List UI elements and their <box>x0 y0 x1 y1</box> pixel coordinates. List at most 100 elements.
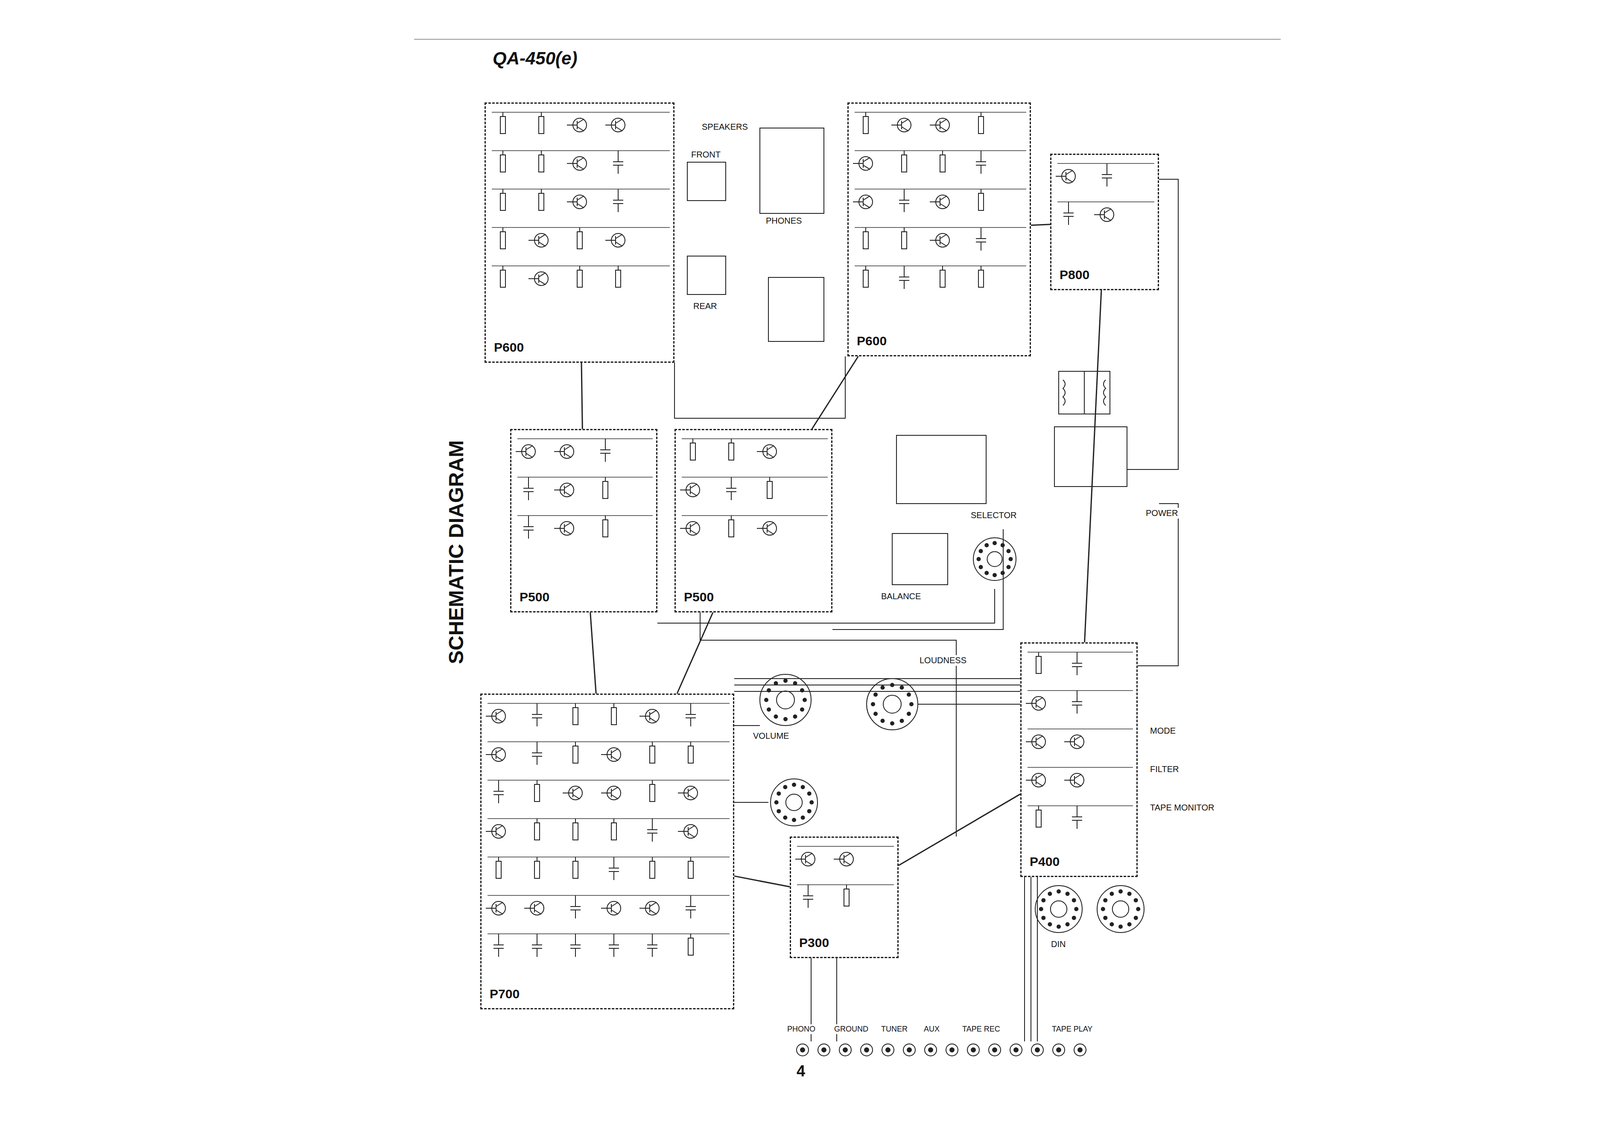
transistor-symbol <box>485 901 506 916</box>
capacitor-symbol <box>726 477 737 501</box>
resistor-symbol <box>500 154 506 173</box>
transistor-symbol <box>677 786 698 800</box>
rail <box>491 265 670 267</box>
wire <box>690 934 692 939</box>
wire <box>502 189 504 194</box>
capacitor-symbol <box>647 818 658 842</box>
board-circuit <box>675 430 834 614</box>
resistor-symbol <box>500 193 506 211</box>
model-number: QA-450(e) <box>490 47 579 70</box>
circuit-board: P800 <box>1050 153 1160 291</box>
wire <box>1030 877 1032 1042</box>
resistor-symbol <box>572 861 579 879</box>
input-jack <box>945 1044 958 1057</box>
board-label: P600 <box>491 339 526 356</box>
board-label: P300 <box>797 934 832 952</box>
wire <box>613 703 615 708</box>
input-jack <box>1052 1044 1065 1057</box>
wire <box>734 691 1021 692</box>
page-number: 4 <box>794 1062 807 1081</box>
wire <box>1024 877 1025 1042</box>
resistor-symbol <box>500 116 506 134</box>
capacitor-symbol <box>570 934 581 958</box>
transistor-symbol <box>833 852 854 867</box>
wire <box>1038 805 1040 811</box>
transistor-symbol <box>528 233 549 248</box>
transistor-symbol <box>929 118 950 132</box>
resistor-symbol <box>534 784 540 802</box>
board-label: P700 <box>487 986 522 1003</box>
transistor-symbol <box>601 786 621 800</box>
rail <box>797 884 894 886</box>
transistor-symbol <box>756 521 777 536</box>
capacitor-symbol <box>975 227 987 251</box>
wire <box>540 189 542 194</box>
circuit-board: P600 <box>484 102 675 363</box>
wire <box>734 725 760 727</box>
wire <box>502 265 504 271</box>
rail <box>487 779 730 781</box>
circuit-board: P700 <box>480 693 735 1010</box>
resistor-symbol <box>615 270 621 288</box>
input-jack <box>1031 1044 1044 1057</box>
bus-wire <box>898 794 1021 866</box>
transistor-symbol <box>1064 773 1084 788</box>
wire <box>651 857 653 862</box>
board-circuit <box>1021 643 1139 879</box>
part-label: VOLUME <box>751 730 791 742</box>
wire <box>604 515 606 520</box>
resistor-symbol <box>577 231 583 249</box>
transistor-symbol <box>1025 735 1046 749</box>
wire <box>657 589 995 624</box>
wire <box>692 438 694 444</box>
rail <box>1027 728 1133 730</box>
rail <box>681 476 828 478</box>
transistor-symbol <box>524 901 544 916</box>
part-label: DIN <box>1049 939 1068 950</box>
circuit-board: P500 <box>674 429 833 613</box>
wire <box>690 857 692 862</box>
wire <box>942 150 944 155</box>
resistor-symbol <box>538 154 544 173</box>
capacitor-symbol <box>647 934 658 958</box>
resistor-symbol <box>843 889 850 907</box>
input-jack <box>1074 1044 1087 1057</box>
wire <box>613 818 615 824</box>
wire <box>617 265 619 271</box>
capacitor-symbol <box>523 477 534 501</box>
mode-switch <box>1054 426 1128 487</box>
wire <box>604 477 606 482</box>
transistor-symbol <box>680 483 700 497</box>
input-jack <box>796 1044 809 1057</box>
rail <box>681 438 828 440</box>
resistor-symbol <box>940 270 946 288</box>
rail <box>487 818 730 820</box>
rail <box>487 741 730 743</box>
resistor-symbol <box>572 746 579 764</box>
wire <box>865 265 867 271</box>
scan-border <box>414 38 1281 40</box>
transistor-symbol <box>1094 207 1114 222</box>
capacitor-symbol <box>600 438 611 462</box>
capacitor-symbol <box>1071 805 1083 830</box>
transistor-symbol <box>566 118 587 132</box>
rail <box>491 227 670 228</box>
wire <box>690 741 692 747</box>
page-title: SCHEMATIC DIAGRAM <box>443 438 469 666</box>
wire <box>575 818 576 824</box>
resistor-symbol <box>1036 810 1042 828</box>
resistor-symbol <box>538 116 544 134</box>
capacitor-symbol <box>613 150 624 174</box>
rail <box>854 265 1027 267</box>
capacitor-symbol <box>531 703 543 727</box>
part-label: SELECTOR <box>969 510 1019 521</box>
transistor-symbol <box>677 824 698 839</box>
wire <box>498 857 500 862</box>
power-transformer <box>1058 371 1110 415</box>
transistor-symbol <box>756 444 777 459</box>
wire <box>1127 179 1179 470</box>
part-label: TAPE REC <box>960 1024 1002 1035</box>
resistor-symbol <box>863 116 869 134</box>
board-circuit <box>848 103 1033 358</box>
wire <box>1036 877 1038 1042</box>
